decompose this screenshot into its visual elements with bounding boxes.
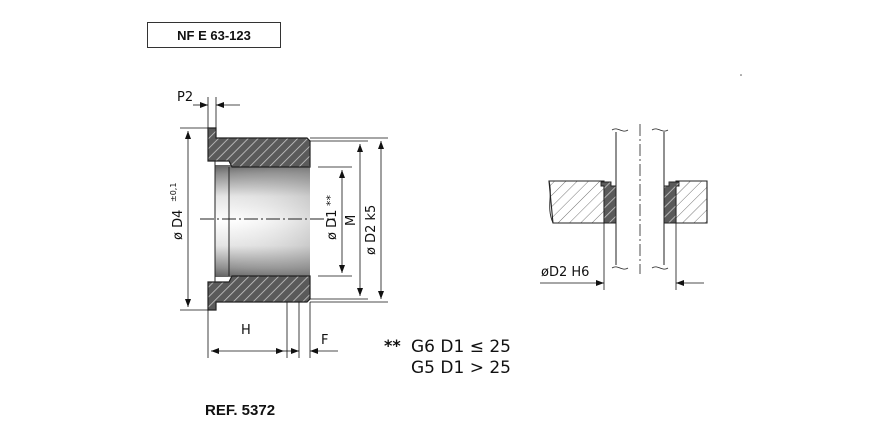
dimension-f: F [284,302,338,358]
label-p2: P2 [177,90,193,105]
tolerance-note-line-2: G5 D1 > 25 [411,358,511,378]
label-h: H [241,323,251,338]
label-f: F [321,333,328,348]
label-m: M [344,215,359,226]
standard-label: NF E 63-123 [147,22,281,48]
tolerance-note-line-1: G6 D1 ≤ 25 [411,337,511,357]
assembly-view: øD2 H6 [540,124,708,290]
label-d4: ø D4 [171,210,186,240]
label-d1-mark: ** [324,195,337,207]
dimension-h: H [207,302,288,358]
dimension-d2: ø D2 k5 [310,137,388,303]
dimension-d1: ø D1 ** [318,166,352,277]
dimension-d4: ø D4 ±0,1 [169,127,208,311]
bushing-section [200,127,335,311]
tolerance-note-mark: ** [384,336,401,355]
label-d2: ø D2 k5 [364,205,379,255]
label-bore: øD2 H6 [541,265,589,280]
label-d1: ø D1 [325,210,340,240]
dimension-m: M [310,140,368,300]
label-d4-tolerance: ±0,1 [169,183,178,202]
reference-label: REF. 5372 [205,402,276,419]
dimension-p2: P2 [177,90,240,128]
